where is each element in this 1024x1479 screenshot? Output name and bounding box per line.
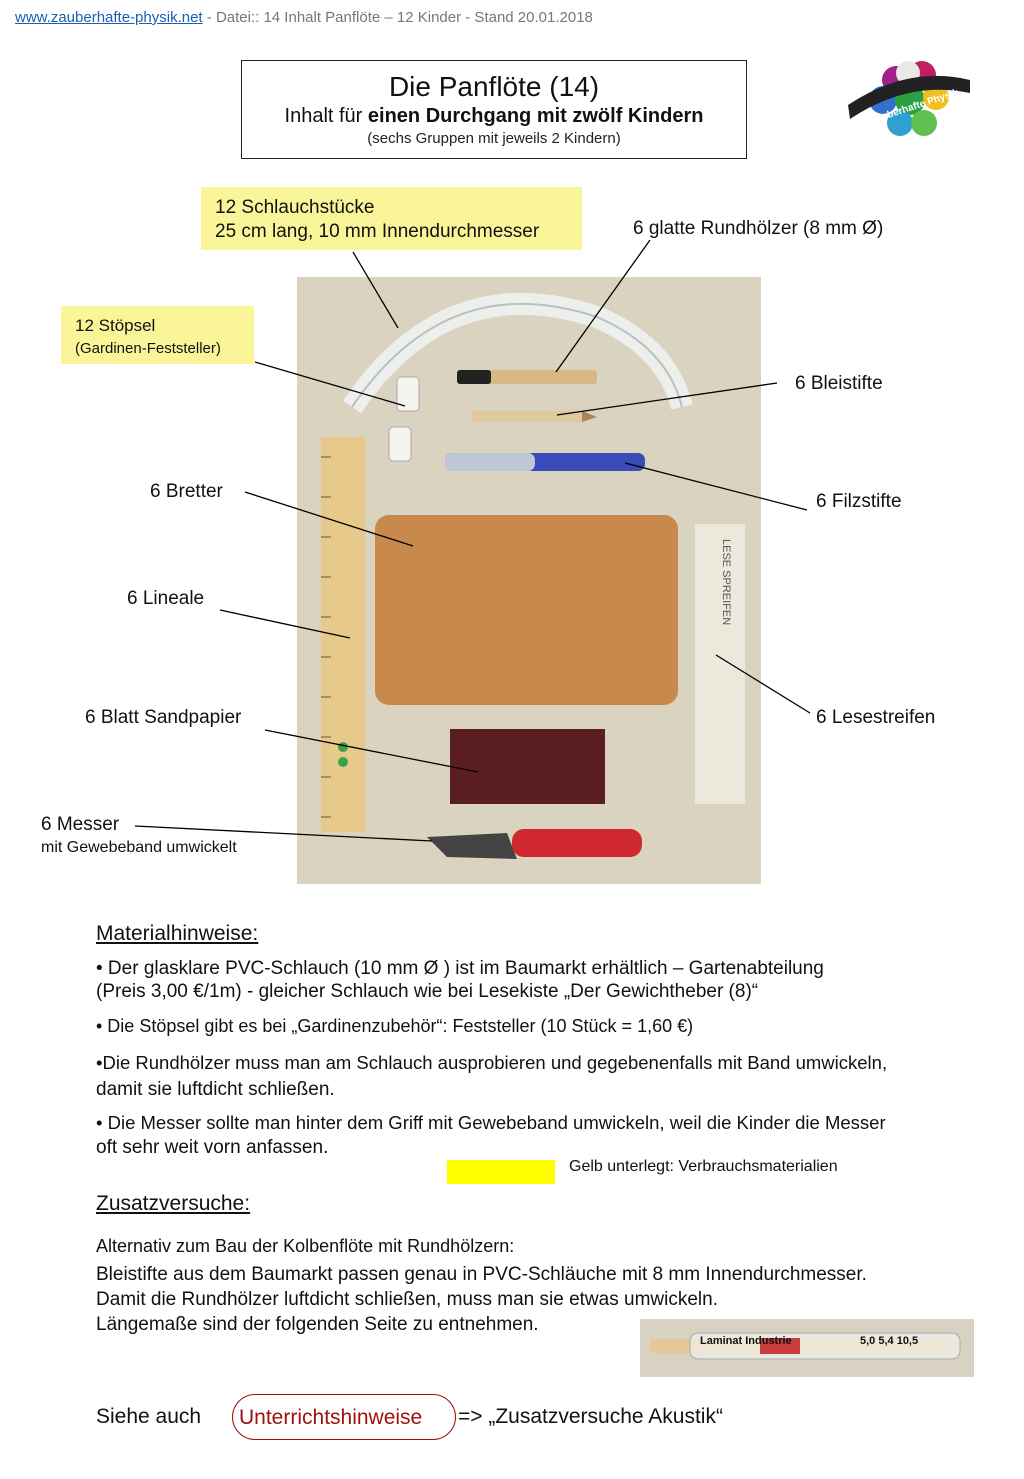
label-rundholz: 6 glatte Rundhölzer (8 mm Ø) <box>633 218 884 239</box>
page-subtitle: Inhalt für einen Durchgang mit zwölf Kin… <box>284 105 704 127</box>
zauberhafte-physik-logo: Zauberhafte Physik <box>838 55 978 145</box>
zusatz-line2: Bleistifte aus dem Baumarkt passen genau… <box>96 1264 867 1285</box>
zusatz-line4: Längemaße sind der folgenden Seite zu en… <box>96 1314 539 1335</box>
title-box: Die Panflöte (14) Inhalt für einen Durch… <box>241 60 747 159</box>
materialhinweise-heading: Materialhinweise: <box>96 922 259 945</box>
file-header: www.zauberhafte-physik.net - Datei:: 14 … <box>15 9 593 26</box>
label-bleistifte: 6 Bleistifte <box>795 373 883 394</box>
hint-hose-line1: • Der glasklare PVC-Schlauch (10 mm Ø ) … <box>96 958 824 979</box>
label-messer: 6 Messer <box>41 814 120 835</box>
legend-swatch <box>447 1160 555 1184</box>
siehe-auch: Siehe auch <box>96 1405 202 1428</box>
hint-hose-line2: (Preis 3,00 €/1m) - gleicher Schlauch wi… <box>96 981 759 1002</box>
unterrichtshinweise-link[interactable]: Unterrichtshinweise <box>232 1394 456 1440</box>
pencil-brand: Laminat Industrie <box>700 1335 792 1347</box>
label-lesestreifen: 6 Lesestreifen <box>816 707 936 728</box>
legend-text: Gelb unterlegt: Verbrauchsmaterialien <box>569 1158 838 1175</box>
label-lineale: 6 Lineale <box>127 588 205 609</box>
hint-messer-line2: oft sehr weit vorn anfassen. <box>96 1137 329 1158</box>
hint-rundholz-line2: damit sie luftdicht schließen. <box>96 1079 335 1100</box>
zusatzversuche-heading: Zusatzversuche: <box>96 1192 251 1215</box>
hint-messer-line1: • Die Messer sollte man hinter dem Griff… <box>96 1112 886 1133</box>
label-sandpapier: 6 Blatt Sandpapier <box>85 707 242 728</box>
label-schlauch: 12 Schlauchstücke 25 cm lang, 10 mm Inne… <box>201 187 582 250</box>
unterrichtshinweise-label: Unterrichtshinweise <box>239 1406 423 1429</box>
label-stoepsel: 12 Stöpsel (Gardinen-Feststeller) <box>61 306 254 364</box>
pencil-marks: 5,0 5,4 10,5 <box>860 1335 919 1347</box>
hint-rundholz-line1: •Die Rundhölzer muss man am Schlauch aus… <box>96 1052 888 1073</box>
label-messer-note: mit Gewebeband umwickelt <box>41 839 237 856</box>
label-filzstifte: 6 Filzstifte <box>816 491 902 512</box>
pencil-hose-photo: Laminat Industrie 5,0 5,4 10,5 <box>640 1319 974 1377</box>
label-bretter: 6 Bretter <box>150 481 223 502</box>
zusatz-line3: Damit die Rundhölzer luftdicht schließen… <box>96 1289 718 1310</box>
zusatz-akustik-ref: => „Zusatzversuche Akustik“ <box>458 1405 723 1428</box>
file-info: - Datei:: 14 Inhalt Panflöte – 12 Kinder… <box>202 9 593 26</box>
zusatz-line1: Alternativ zum Bau der Kolbenflöte mit R… <box>96 1236 515 1256</box>
group-note: (sechs Gruppen mit jeweils 2 Kindern) <box>367 130 621 147</box>
website-link[interactable]: www.zauberhafte-physik.net <box>15 9 203 26</box>
page-title: Die Panflöte (14) <box>388 71 600 102</box>
reading-strip-text: LESE SPREIFEN <box>720 539 732 626</box>
hint-stoepsel: • Die Stöpsel gibt es bei „Gardinenzubeh… <box>96 1016 694 1036</box>
materials-photo: LESE SPREIFEN <box>297 277 761 884</box>
